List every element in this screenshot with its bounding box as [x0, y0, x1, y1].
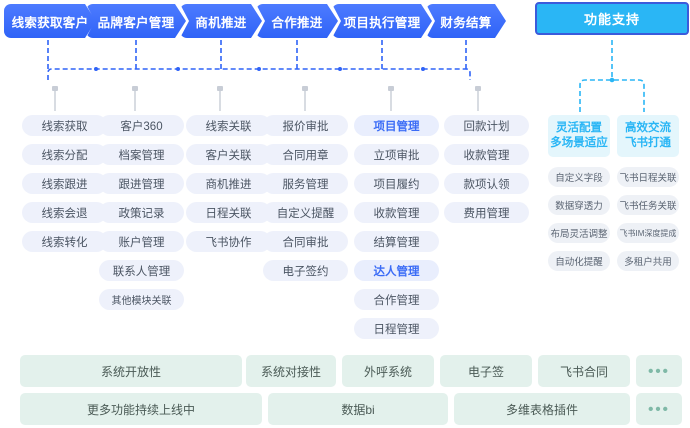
support-title-line2: 多场景适应 — [550, 137, 608, 149]
feature-pill[interactable]: 款项认领 — [444, 173, 529, 194]
feature-pill[interactable]: 飞书协作 — [186, 231, 271, 252]
feature-pill[interactable]: 自定义提醒 — [263, 202, 348, 223]
feature-pill[interactable]: 收款管理 — [354, 202, 439, 223]
flow-stage-4-label: 合作推进 — [271, 15, 323, 30]
flow-stage-4[interactable]: 合作推进 — [256, 4, 338, 38]
feature-column: 线索关联客户关联商机推进日程关联飞书协作 — [186, 115, 271, 260]
flow-stage-5-label: 项目执行管理 — [343, 15, 421, 30]
feature-column: 客户360 档案管理跟进管理政策记录账户管理联系人管理其他模块关联 — [99, 115, 184, 318]
feature-column: 回款计划收款管理款项认领费用管理 — [444, 115, 529, 231]
bus-dot-3 — [257, 67, 261, 71]
support-title-line1: 高效交流 — [625, 122, 671, 134]
feature-pill[interactable]: 服务管理 — [263, 173, 348, 194]
feature-pill[interactable]: 收款管理 — [444, 144, 529, 165]
feature-pill[interactable]: 合同用章 — [263, 144, 348, 165]
feature-column: 线索获取线索分配线索跟进线索会退线索转化 — [22, 115, 107, 260]
feature-column: 报价审批合同用章服务管理自定义提醒合同审批电子签约 — [263, 115, 348, 289]
bottom-more-button[interactable]: ••• — [636, 393, 682, 425]
bus-dot-4 — [338, 67, 342, 71]
bottom-more-button[interactable]: ••• — [636, 355, 682, 387]
flow-stage-5[interactable]: 项目执行管理 — [332, 4, 432, 38]
column-stubs — [54, 88, 479, 111]
bottom-card[interactable]: 数据bi — [268, 393, 448, 425]
bottom-card[interactable]: 系统对接性 — [246, 355, 336, 387]
support-branch — [579, 79, 645, 112]
feature-pill[interactable]: 其他模块关联 — [99, 289, 184, 310]
flow-stage-1-label: 线索获取客户 — [11, 15, 89, 30]
flow-stage-2-label: 品牌客户管理 — [97, 15, 175, 30]
bottom-card[interactable]: 飞书合同 — [538, 355, 630, 387]
bottom-card[interactable]: 系统开放性 — [20, 355, 242, 387]
flow-stage-2[interactable]: 品牌客户管理 — [86, 4, 186, 38]
bottom-card[interactable]: 外呼系统 — [342, 355, 434, 387]
feature-pill[interactable]: 立项审批 — [354, 144, 439, 165]
feature-pill[interactable]: 报价审批 — [263, 115, 348, 136]
feature-pill[interactable]: 电子签约 — [263, 260, 348, 281]
feature-pill[interactable]: 达人管理 — [354, 260, 439, 281]
bottom-card[interactable]: 多维表格插件 — [454, 393, 630, 425]
feature-pill[interactable]: 日程管理 — [354, 318, 439, 339]
bus-dot-1 — [94, 67, 98, 71]
function-support-label: 功能支持 — [583, 12, 640, 27]
feature-pill[interactable]: 线索关联 — [186, 115, 271, 136]
feature-pill[interactable]: 政策记录 — [99, 202, 184, 223]
function-support-button[interactable]: 功能支持 — [535, 2, 689, 35]
support-group-title[interactable]: 高效交流飞书打通 — [617, 115, 679, 157]
flow-stage-3-label: 商机推进 — [195, 15, 247, 30]
feature-pill[interactable]: 联系人管理 — [99, 260, 184, 281]
support-title-line2: 飞书打通 — [625, 137, 671, 149]
feature-pill[interactable]: 线索获取 — [22, 115, 107, 136]
feature-pill[interactable]: 线索跟进 — [22, 173, 107, 194]
support-pill[interactable]: 多租户共用 — [617, 251, 679, 271]
bus-line-main — [47, 68, 471, 80]
feature-pill[interactable]: 项目管理 — [354, 115, 439, 136]
feature-pill[interactable]: 项目履约 — [354, 173, 439, 194]
feature-pill[interactable]: 日程关联 — [186, 202, 271, 223]
support-pill[interactable]: 飞书IM深度提成 — [617, 223, 679, 243]
support-group: 灵活配置多场景适应自定义字段数据穿透力布局灵活调整自动化提醒 — [548, 115, 610, 279]
support-title-line1: 灵活配置 — [556, 122, 602, 134]
bus-dot-2 — [176, 67, 180, 71]
support-pill[interactable]: 布局灵活调整 — [548, 223, 610, 243]
support-dot — [609, 77, 615, 83]
flow-stage-3[interactable]: 商机推进 — [180, 4, 262, 38]
feature-pill[interactable]: 客户关联 — [186, 144, 271, 165]
feature-pill[interactable]: 客户360 — [99, 115, 184, 136]
support-group-title[interactable]: 灵活配置多场景适应 — [548, 115, 610, 157]
support-pill[interactable]: 飞书日程关联 — [617, 167, 679, 187]
feature-pill[interactable]: 线索转化 — [22, 231, 107, 252]
bottom-card[interactable]: 电子签 — [440, 355, 532, 387]
feature-pill[interactable]: 商机推进 — [186, 173, 271, 194]
flow-stage-6[interactable]: 财务结算 — [426, 4, 506, 38]
support-group: 高效交流飞书打通飞书日程关联飞书任务关联飞书IM深度提成多租户共用 — [617, 115, 679, 279]
support-pill[interactable]: 自动化提醒 — [548, 251, 610, 271]
feature-pill[interactable]: 费用管理 — [444, 202, 529, 223]
feature-pill[interactable]: 跟进管理 — [99, 173, 184, 194]
column-stub-caps — [52, 86, 481, 91]
feature-pill[interactable]: 结算管理 — [354, 231, 439, 252]
feature-pill[interactable]: 合同审批 — [263, 231, 348, 252]
bus-dot-5 — [421, 67, 425, 71]
feature-pill[interactable]: 账户管理 — [99, 231, 184, 252]
feature-pill[interactable]: 合作管理 — [354, 289, 439, 310]
feature-pill[interactable]: 档案管理 — [99, 144, 184, 165]
support-pill[interactable]: 数据穿透力 — [548, 195, 610, 215]
support-pill[interactable]: 飞书任务关联 — [617, 195, 679, 215]
support-pill[interactable]: 自定义字段 — [548, 167, 610, 187]
feature-pill[interactable]: 回款计划 — [444, 115, 529, 136]
feature-pill[interactable]: 线索会退 — [22, 202, 107, 223]
bottom-card[interactable]: 更多功能持续上线中 — [20, 393, 262, 425]
flow-stage-1[interactable]: 线索获取客户 — [4, 4, 96, 38]
flow-stage-6-label: 财务结算 — [440, 15, 492, 30]
feature-pill[interactable]: 线索分配 — [22, 144, 107, 165]
feature-column: 项目管理立项审批项目履约收款管理结算管理达人管理合作管理日程管理 — [354, 115, 439, 347]
